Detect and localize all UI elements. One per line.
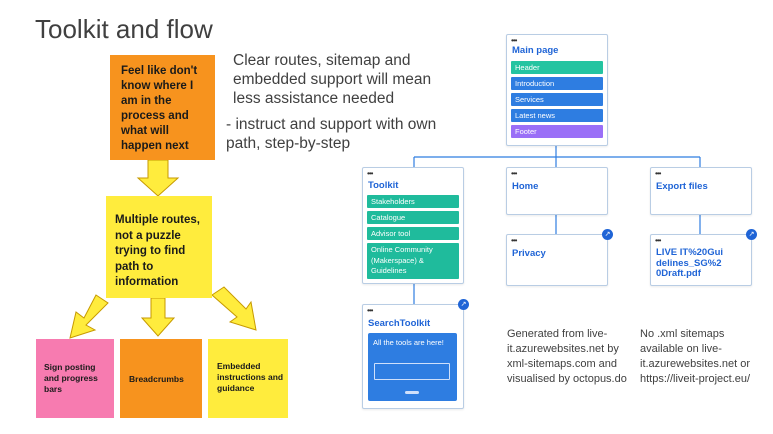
window-dots-icon: ••• xyxy=(367,306,373,315)
window-dots-icon: ••• xyxy=(655,236,661,245)
block-online-community: Online Community (Makerspace) & Guidelin… xyxy=(367,243,459,279)
external-link-icon[interactable]: ↗ xyxy=(602,229,613,240)
search-toolkit-text: All the tools are here! xyxy=(373,338,444,347)
card-title: Privacy xyxy=(512,248,546,259)
sticky-note-right-text: Embedded instructions and guidance xyxy=(217,361,284,393)
block-catalogue: Catalogue xyxy=(367,211,459,224)
window-dots-icon: ••• xyxy=(367,169,373,178)
window-dots-icon: ••• xyxy=(655,169,661,178)
card-title: SearchToolkit xyxy=(368,318,431,329)
sub-statement: - instruct and support with own path, st… xyxy=(226,116,437,152)
card-title: Export files xyxy=(656,181,708,192)
sticky-note-top-text: Feel like don't know where I am in the p… xyxy=(121,65,198,152)
external-link-icon[interactable]: ↗ xyxy=(746,229,757,240)
card-title: LIVE IT%20Guidelines_SG%20Draft.pdf xyxy=(656,247,724,279)
block-services: Services xyxy=(511,93,603,106)
window-dots-icon: ••• xyxy=(511,36,517,45)
block-advisor-tool: Advisor tool xyxy=(367,227,459,240)
sticky-note-left: Sign posting and progress bars xyxy=(36,339,114,418)
sticky-note-center-text: Breadcrumbs xyxy=(129,374,184,384)
block-stakeholders: Stakeholders xyxy=(367,195,459,208)
sitemap-card-live-pdf: ••• LIVE IT%20Guidelines_SG%20Draft.pdf … xyxy=(650,229,757,286)
sitemap-card-export-files: ••• Export files xyxy=(650,167,752,215)
card-title: Home xyxy=(512,181,539,192)
main-statement: Clear routes, sitemap and embedded suppo… xyxy=(233,52,432,107)
window-dots-icon: ••• xyxy=(511,169,517,178)
search-input-placeholder xyxy=(374,363,450,380)
sticky-note-middle: Multiple routes, not a puzzle trying to … xyxy=(106,196,212,298)
arrow-center xyxy=(140,297,176,337)
sitemap-card-main-page: ••• Main page Header Introduction Servic… xyxy=(506,34,608,146)
button-placeholder xyxy=(405,391,419,394)
window-dots-icon: ••• xyxy=(511,236,517,245)
sitemap-card-home: ••• Home xyxy=(506,167,608,215)
sticky-note-top: Feel like don't know where I am in the p… xyxy=(110,55,215,160)
caption-generated: Generated from live-it.azurewebsites.net… xyxy=(507,328,627,385)
block-latest-news: Latest news xyxy=(511,109,603,122)
arrow-right xyxy=(211,286,257,331)
card-title: Toolkit xyxy=(368,180,399,191)
sitemap-card-privacy: ••• Privacy ↗ xyxy=(506,229,613,286)
external-link-icon[interactable]: ↗ xyxy=(458,299,469,310)
block-header: Header xyxy=(511,61,603,74)
arrow-left xyxy=(69,294,109,339)
card-title: Main page xyxy=(512,45,559,56)
block-introduction: Introduction xyxy=(511,77,603,90)
sticky-note-middle-text: Multiple routes, not a puzzle trying to … xyxy=(115,214,200,288)
sticky-note-center: Breadcrumbs xyxy=(120,339,202,418)
block-footer: Footer xyxy=(511,125,603,138)
sitemap-card-search-toolkit: ••• SearchToolkit ↗ All the tools are he… xyxy=(362,299,469,409)
search-toolkit-block: All the tools are here! xyxy=(368,333,457,401)
page-title: Toolkit and flow xyxy=(35,14,213,44)
caption-no-xml: No .xml sitemaps available on live-it.az… xyxy=(640,328,751,385)
sitemap-card-toolkit: ••• Toolkit Stakeholders Catalogue Advis… xyxy=(362,167,464,284)
sticky-note-left-text: Sign posting and progress bars xyxy=(44,362,98,394)
arrow-down-1 xyxy=(136,159,180,197)
sticky-note-right: Embedded instructions and guidance xyxy=(208,339,288,418)
